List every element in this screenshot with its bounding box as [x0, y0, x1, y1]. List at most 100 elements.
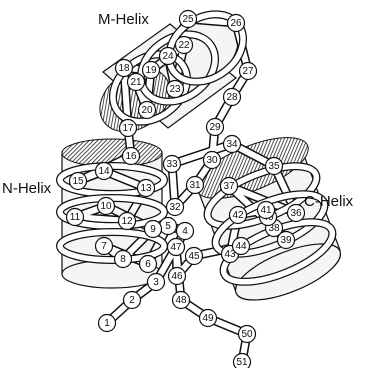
residue-25: 25	[180, 11, 197, 28]
residue-17: 17	[120, 120, 137, 137]
residue-number: 2	[129, 295, 135, 306]
residue-19: 19	[143, 62, 160, 79]
residue-number: 12	[121, 216, 133, 227]
residue-number: 39	[280, 235, 292, 246]
residue-number: 26	[230, 18, 242, 29]
residue-number: 49	[202, 313, 214, 324]
residue-24: 24	[160, 48, 177, 65]
residue-51: 51	[234, 354, 251, 368]
m-helix-label: M-Helix	[98, 11, 149, 28]
residue-23: 23	[167, 81, 184, 98]
residue-2: 2	[124, 292, 141, 309]
residue-26: 26	[228, 15, 245, 32]
residue-13: 13	[138, 180, 155, 197]
residue-number: 18	[118, 63, 130, 74]
residue-32: 32	[167, 199, 184, 216]
residue-number: 36	[290, 208, 302, 219]
residue-44: 44	[233, 238, 250, 255]
residue-number: 21	[130, 77, 142, 88]
residue-49: 49	[200, 310, 217, 327]
residue-number: 19	[145, 65, 157, 76]
residue-5: 5	[160, 218, 177, 235]
residue-number: 17	[122, 123, 134, 134]
residue-number: 50	[241, 329, 253, 340]
residue-50: 50	[239, 326, 256, 343]
residue-14: 14	[96, 163, 113, 180]
residue-number: 9	[150, 224, 156, 235]
residue-number: 13	[140, 183, 152, 194]
residue-6: 6	[140, 256, 157, 273]
residue-number: 28	[226, 92, 238, 103]
c-helix-label: C-Helix	[304, 193, 354, 210]
residue-29: 29	[207, 119, 224, 136]
residue-number: 15	[72, 176, 84, 187]
residue-number: 6	[145, 259, 151, 270]
residue-number: 16	[125, 151, 137, 162]
residue-number: 27	[242, 66, 254, 77]
residue-33: 33	[164, 156, 181, 173]
residue-36: 36	[288, 205, 305, 222]
residue-27: 27	[240, 63, 257, 80]
residue-number: 1	[104, 318, 110, 329]
residue-45: 45	[186, 248, 203, 265]
residue-number: 29	[209, 122, 221, 133]
residue-16: 16	[123, 148, 140, 165]
residue-15: 15	[70, 173, 87, 190]
residue-number: 35	[268, 161, 280, 172]
residue-number: 42	[232, 210, 244, 221]
residue-number: 44	[235, 241, 247, 252]
residue-21: 21	[128, 74, 145, 91]
residue-number: 48	[175, 295, 187, 306]
residue-22: 22	[176, 37, 193, 54]
residue-41: 41	[258, 202, 275, 219]
residue-1: 1	[99, 315, 116, 332]
residue-9: 9	[145, 221, 162, 238]
residue-number: 25	[182, 14, 194, 25]
residue-number: 24	[162, 51, 174, 62]
residue-8: 8	[115, 251, 132, 268]
residue-number: 3	[153, 277, 159, 288]
residue-30: 30	[204, 152, 221, 169]
residue-48: 48	[173, 292, 190, 309]
residue-number: 7	[101, 241, 107, 252]
residue-number: 31	[189, 180, 201, 191]
residue-number: 47	[170, 242, 182, 253]
residue-11: 11	[67, 209, 84, 226]
n-helix-label: N-Helix	[2, 180, 52, 197]
residue-number: 5	[165, 221, 171, 232]
residue-number: 4	[182, 226, 188, 237]
residue-number: 37	[223, 181, 235, 192]
residue-46: 46	[169, 268, 186, 285]
residue-12: 12	[119, 213, 136, 230]
residue-number: 34	[226, 139, 238, 150]
residue-number: 10	[100, 201, 112, 212]
residue-3: 3	[148, 274, 165, 291]
residue-number: 20	[141, 105, 153, 116]
residue-28: 28	[224, 89, 241, 106]
residue-42: 42	[230, 207, 247, 224]
residue-number: 30	[206, 155, 218, 166]
residue-34: 34	[224, 136, 241, 153]
residue-number: 45	[188, 251, 200, 262]
residue-number: 41	[260, 205, 272, 216]
residue-18: 18	[116, 60, 133, 77]
residue-37: 37	[221, 178, 238, 195]
residue-31: 31	[187, 177, 204, 194]
residue-10: 10	[98, 198, 115, 215]
residue-number: 46	[171, 271, 183, 282]
residue-number: 51	[236, 357, 248, 368]
residue-number: 8	[120, 254, 126, 265]
residue-4: 4	[177, 223, 194, 240]
residue-number: 23	[169, 84, 181, 95]
residue-47: 47	[168, 239, 185, 256]
residue-20: 20	[139, 102, 156, 119]
residue-number: 14	[98, 166, 110, 177]
residue-35: 35	[266, 158, 283, 175]
residue-7: 7	[96, 238, 113, 255]
residue-number: 22	[178, 40, 190, 51]
residue-number: 32	[169, 202, 181, 213]
residue-39: 39	[278, 232, 295, 249]
residue-number: 11	[70, 212, 81, 223]
residue-number: 33	[166, 159, 178, 170]
